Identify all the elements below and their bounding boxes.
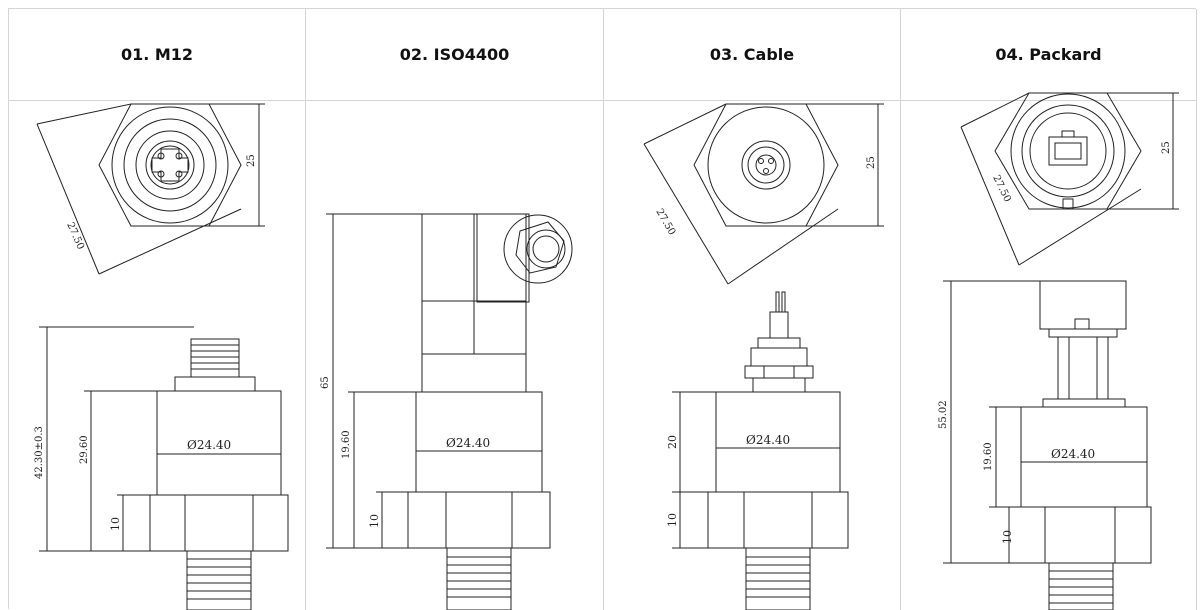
dim-total: 65 [320,376,331,389]
dim-body: 19.60 [341,430,352,459]
hex-outline [98,103,242,227]
dim-diameter: Ø24.40 [1051,447,1095,461]
dim-hex: 10 [1001,530,1014,544]
dim-diameter: Ø24.40 [187,438,231,452]
column-header: 02. ISO4400 [306,9,603,101]
packard-drawing: 25 27.50 55.02 19.60 10 Ø24.40 [938,92,1179,610]
dim-hex-flat: 25 [1161,141,1172,154]
column-header: 04. Packard [901,9,1196,101]
column-iso4400: 02. ISO4400 [306,9,604,610]
column-header: 01. M12 [9,9,305,101]
dim-hex-corner: 27.50 [653,207,677,237]
dim-body: 20 [666,435,679,449]
column-header: 03. Cable [604,9,900,101]
dim-hex-flat: 25 [246,154,257,167]
dim-diameter: Ø24.40 [446,436,490,450]
dim-total: 55.02 [938,400,949,429]
iso4400-drawing: 65 19.60 10 Ø24.40 [320,213,573,610]
dim-total: 42.30±0.3 [34,426,45,479]
cable-drawing: 25 27.50 20 10 Ø24.40 [643,103,884,610]
dim-body: 29.60 [79,435,90,464]
column-m12: 01. M12 [9,9,306,610]
dim-hex-corner: 27.50 [990,173,1012,204]
dim-body: 19.60 [983,442,994,471]
dim-hex-corner: 27.50 [64,221,86,252]
m12-drawing: 25 27.50 42.30±0.3 29.60 10 Ø24.40 [34,103,289,610]
dim-hex-flat: 25 [866,156,877,169]
dim-diameter: Ø24.40 [746,433,790,447]
column-packard: 04. Packard [901,9,1197,610]
dim-hex: 10 [666,513,679,527]
column-cable: 03. Cable [604,9,901,610]
dim-hex: 10 [368,514,381,528]
dim-hex: 10 [109,517,122,531]
connector-table: 01. M12 [8,8,1197,610]
